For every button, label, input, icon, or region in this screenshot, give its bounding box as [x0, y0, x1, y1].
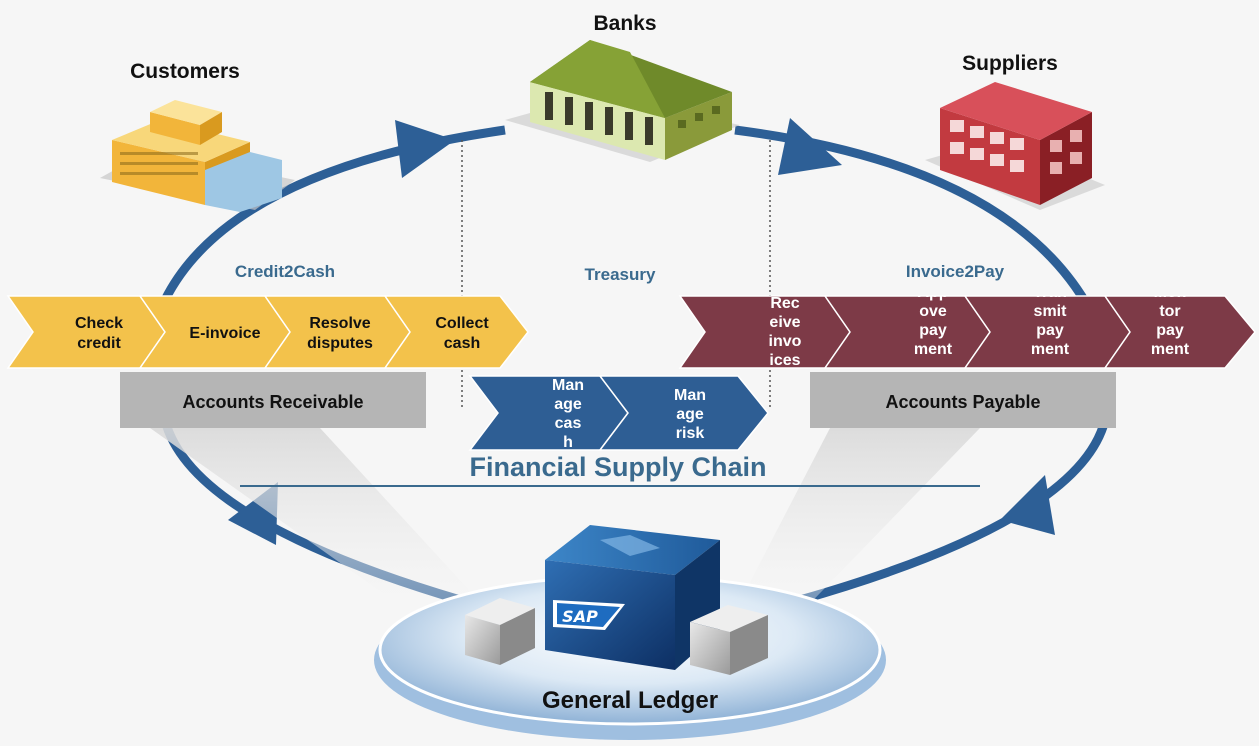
cycle-arrowheads: [228, 118, 1055, 545]
beam-receivable: [150, 428, 515, 655]
step-resolve-disputes-line2: disputes: [307, 335, 373, 352]
step-approve-payment-l4: ment: [914, 341, 953, 358]
right-gray-cube-icon: [690, 605, 768, 675]
step-e-invoice: E-invoice: [189, 325, 260, 342]
step-receive-invoices-l4: ices: [769, 352, 800, 369]
chevron-collect-cash: [383, 295, 529, 369]
accounts-receivable-box: [120, 372, 426, 428]
step-monitor-payment-l4: ment: [1151, 341, 1190, 358]
banks-label: Banks: [593, 12, 656, 35]
chevron-manage-cash: [468, 375, 629, 451]
invoice2pay-label: Invoice2Pay: [906, 262, 1005, 281]
treasury-process-chevrons: [468, 375, 769, 451]
step-manage-cash-l4: h: [563, 434, 573, 451]
chevron-receive-invoices: [678, 295, 851, 369]
customers-building-icon: [100, 100, 295, 212]
step-check-credit-line2: credit: [77, 335, 121, 352]
step-receive-invoices-l2: eive: [769, 314, 800, 331]
step-transmit-payment-l4: ment: [1031, 341, 1070, 358]
step-manage-cash-l3: cas: [555, 415, 582, 432]
left-gray-cube-icon: [465, 598, 535, 665]
payables-text-clip: Rec eive invo ices App ove pay ment Tran…: [769, 284, 1190, 369]
sap-logo-text: SAP: [562, 607, 598, 626]
receivables-process-chevrons: Check credit E-invoice Resolve disputes …: [6, 295, 529, 369]
credit2cash-label: Credit2Cash: [235, 262, 335, 281]
arrowhead-to-ledger: [1000, 475, 1055, 535]
chevron-monitor-payment: [1103, 295, 1256, 369]
step-manage-risk-l3: risk: [676, 425, 705, 442]
step-collect-cash-line1: Collect: [435, 315, 489, 332]
step-manage-cash-l1: Man: [552, 377, 584, 394]
general-ledger-label: General Ledger: [542, 687, 718, 714]
suppliers-building-icon: [925, 82, 1105, 210]
step-monitor-payment-l1: Mon: [1154, 284, 1187, 301]
treasury-label: Treasury: [585, 265, 656, 284]
step-monitor-payment-l3: pay: [1156, 322, 1184, 339]
step-approve-payment-l1: App: [917, 284, 948, 301]
arrowhead-to-suppliers: [778, 118, 842, 175]
step-receive-invoices-l1: Rec: [770, 295, 799, 312]
banks-building-icon: [505, 40, 740, 162]
chevron-check-credit: [6, 295, 166, 369]
customers-label: Customers: [130, 60, 240, 83]
financial-supply-chain-title: Financial Supply Chain: [469, 452, 766, 482]
step-check-credit-line1: Check: [75, 315, 123, 332]
step-manage-cash-l2: age: [554, 396, 582, 413]
step-monitor-payment-l2: tor: [1159, 303, 1180, 320]
step-transmit-payment-l1: Tran: [1033, 284, 1067, 301]
chevron-manage-risk: [598, 375, 769, 451]
payables-process-chevrons: [678, 295, 1256, 369]
step-receive-invoices-l3: invo: [769, 333, 802, 350]
suppliers-label: Suppliers: [962, 52, 1058, 75]
treasury-text-clip: Man age cas h Man age risk: [552, 377, 706, 451]
step-collect-cash-line2: cash: [444, 335, 480, 352]
accounts-payable-label: Accounts Payable: [885, 392, 1040, 412]
step-transmit-payment-l3: pay: [1036, 322, 1064, 339]
step-approve-payment-l2: ove: [919, 303, 947, 320]
chevron-approve-payment: [823, 295, 991, 369]
accounts-payable-box: [810, 372, 1116, 428]
step-resolve-disputes-line1: Resolve: [309, 315, 370, 332]
step-manage-risk-l1: Man: [674, 387, 706, 404]
accounts-receivable-label: Accounts Receivable: [182, 392, 363, 412]
step-approve-payment-l3: pay: [919, 322, 947, 339]
step-manage-risk-l2: age: [676, 406, 704, 423]
arrowhead-to-banks: [395, 120, 455, 178]
step-transmit-payment-l2: smit: [1034, 303, 1068, 320]
